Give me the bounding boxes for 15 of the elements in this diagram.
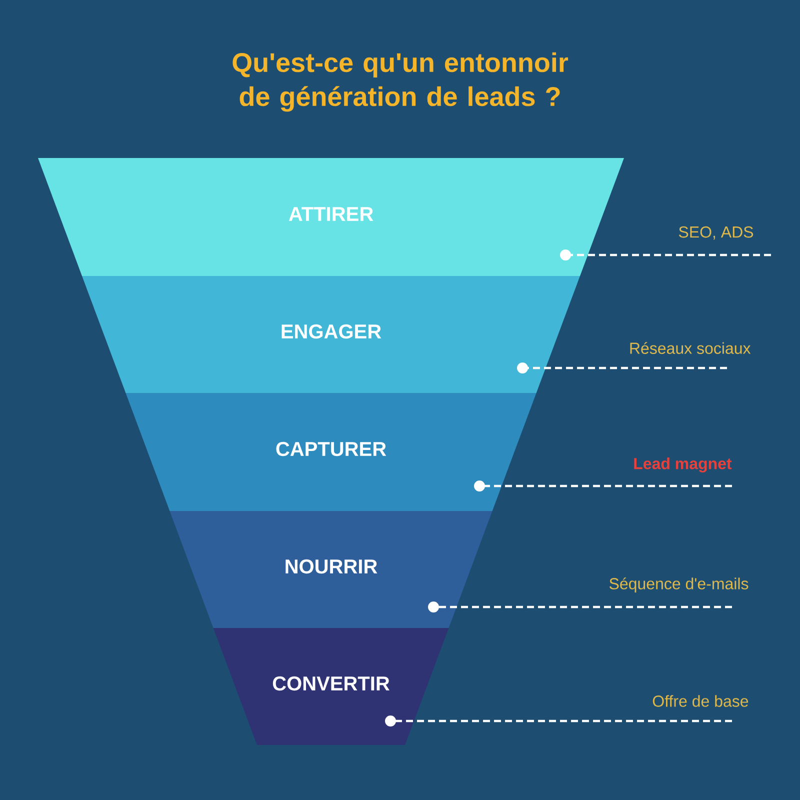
funnel-band: ATTIRER [38, 158, 624, 276]
leader-line [474, 480, 732, 492]
step-label: SEO, ADS [678, 226, 754, 240]
title: Qu'est-ce qu'un entonnoir de génération de leads ? [232, 52, 568, 112]
funnel-band: CONVERTIR [213, 628, 449, 745]
funnel-band: CAPTURER [126, 393, 536, 511]
step-label: Séquence d'e-mails [610, 577, 748, 593]
leader-line [560, 250, 771, 260]
leader-line [428, 602, 732, 612]
leader-line [385, 716, 732, 726]
step-label: Réseaux sociaux [630, 342, 751, 354]
leader-line [517, 362, 727, 374]
step-label: Lead magnet [634, 458, 732, 472]
funnel-band: NOURRIR [170, 511, 492, 628]
step-label: Offre de base [652, 695, 748, 707]
